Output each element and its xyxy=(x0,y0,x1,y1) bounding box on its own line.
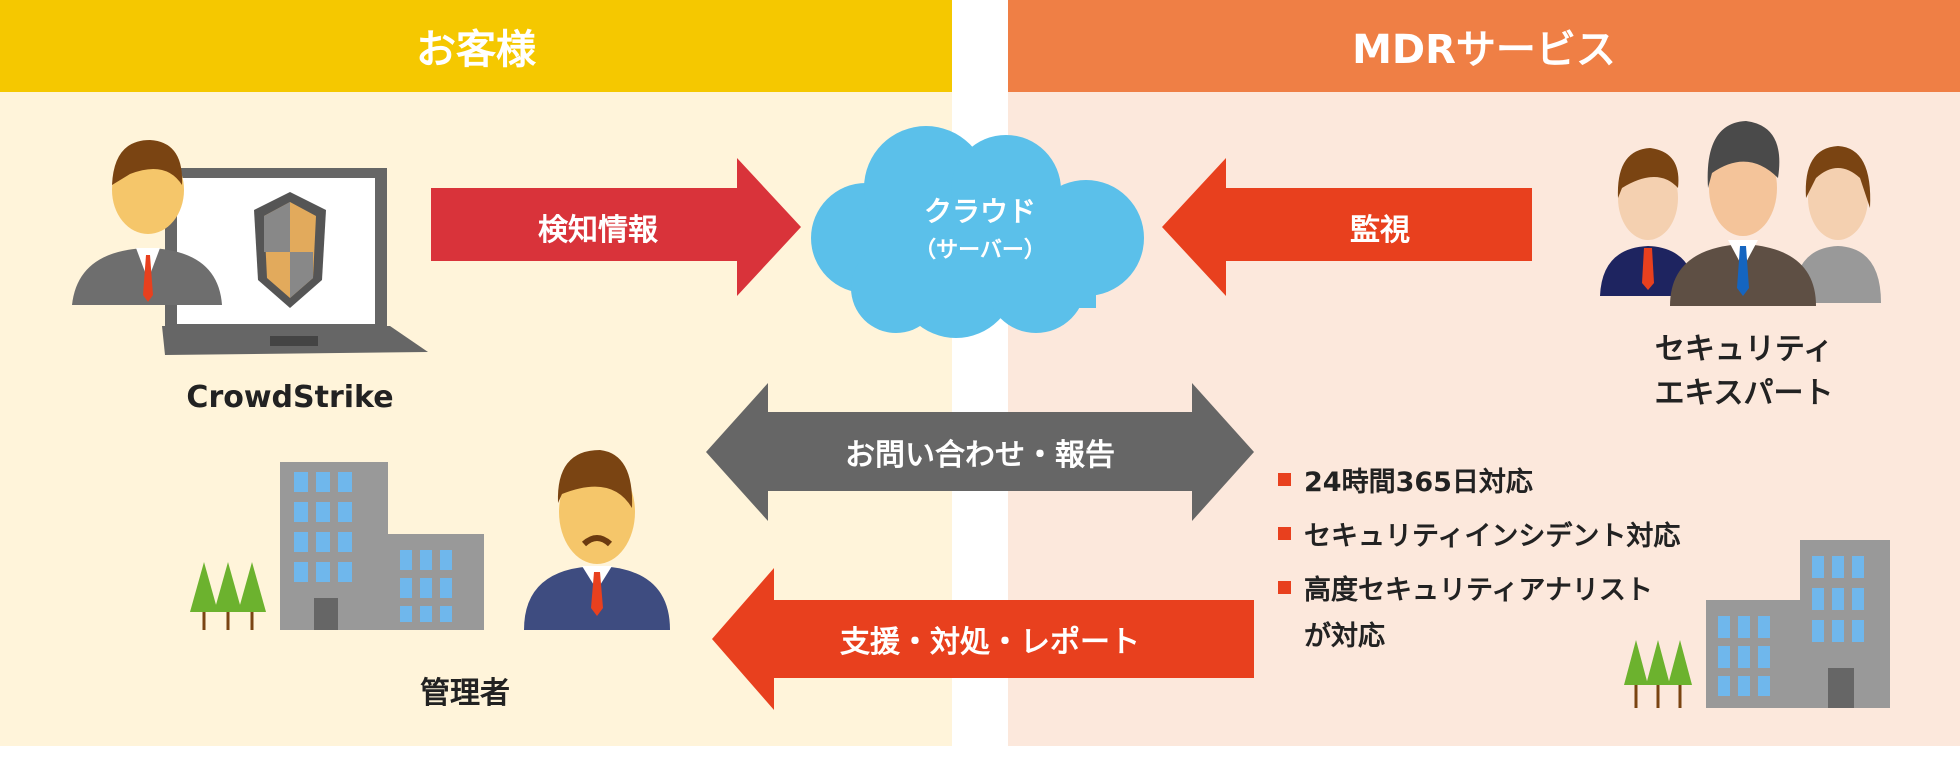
bullet-icon xyxy=(1278,472,1291,486)
admin-person-icon xyxy=(524,450,670,630)
feature-item-continuation: が対応 xyxy=(1304,620,1385,652)
expert-label-line2: エキスパート xyxy=(1654,376,1834,411)
feature-item: 高度セキュリティアナリスト xyxy=(1278,564,1680,610)
monitoring-label: 監視 xyxy=(1350,213,1410,248)
feature-list: 24時間365日対応 セキュリティインシデント対応 高度セキュリティアナリスト … xyxy=(1278,456,1680,656)
feature-item: 24時間365日対応 xyxy=(1278,456,1680,502)
admin-label: 管理者 xyxy=(420,676,510,711)
cloud-icon xyxy=(811,126,1144,338)
support-arrow xyxy=(712,568,1254,710)
monitoring-arrow xyxy=(1162,158,1532,296)
security-experts-icon xyxy=(1600,121,1881,306)
customer-building-icon xyxy=(190,462,484,630)
laptop-user-icon xyxy=(72,140,428,355)
mdr-header: MDRサービス xyxy=(1008,0,1960,92)
support-label: 支援・対処・レポート xyxy=(840,625,1140,660)
cloud-title: クラウド xyxy=(923,195,1036,228)
detection-arrow xyxy=(431,158,801,296)
feature-item: セキュリティインシデント対応 xyxy=(1278,510,1680,556)
bullet-icon xyxy=(1278,580,1291,594)
inquiry-label: お問い合わせ・報告 xyxy=(845,438,1115,473)
mdr-building-icon xyxy=(1624,540,1890,708)
customer-header: お客様 xyxy=(0,0,952,92)
crowdstrike-label: CrowdStrike xyxy=(186,380,394,415)
bullet-icon xyxy=(1278,526,1291,540)
detection-label: 検知情報 xyxy=(538,213,658,248)
cloud-subtitle: （サーバー） xyxy=(914,238,1046,263)
expert-label-line1: セキュリティ xyxy=(1654,332,1834,367)
inquiry-arrow xyxy=(706,383,1254,521)
